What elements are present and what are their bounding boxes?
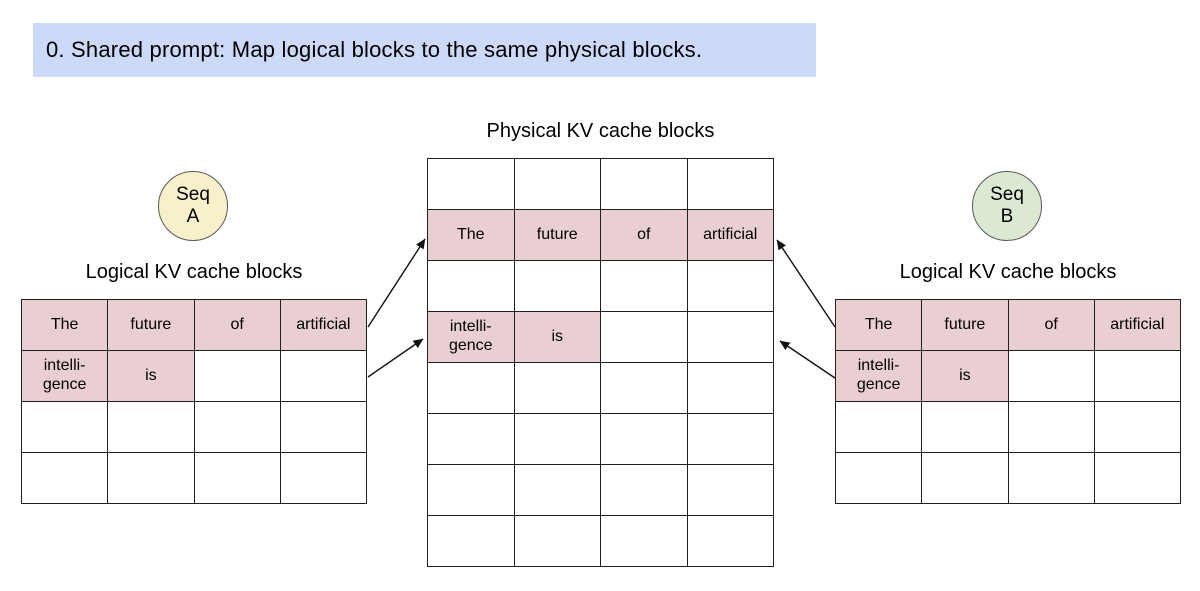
table-row — [427, 464, 774, 516]
seq-a-table-title: Logical KV cache blocks — [85, 261, 303, 283]
kv-block-cell — [513, 260, 601, 312]
mapping-arrow-a-block0 — [367, 238, 426, 328]
kv-block-cell — [1007, 350, 1095, 402]
table-row — [427, 362, 774, 414]
seq-b-table-title: Logical KV cache blocks — [899, 261, 1117, 283]
kv-block-cell — [20, 452, 109, 504]
kv-block-cell: The — [20, 299, 109, 351]
seq-a-badge: Seq A — [158, 171, 228, 241]
kv-block-cell — [193, 401, 281, 453]
kv-block-cell — [1007, 452, 1095, 504]
mapping-arrow-b-block0 — [776, 239, 836, 328]
kv-block-cell — [193, 452, 281, 504]
kv-block-cell — [107, 452, 195, 504]
kv-block-cell — [1093, 350, 1182, 402]
kv-block-cell: future — [921, 299, 1009, 351]
kv-block-cell — [686, 311, 774, 363]
kv-block-cell: intelli- gence — [427, 311, 515, 363]
kv-block-cell — [20, 401, 109, 453]
table-row — [834, 401, 1182, 453]
kv-block-cell — [1093, 401, 1182, 453]
kv-block-cell — [686, 413, 774, 465]
kv-block-cell: is — [513, 311, 601, 363]
kv-block-cell — [921, 401, 1009, 453]
kv-block-cell — [513, 362, 601, 414]
kv-block-cell — [686, 158, 774, 210]
kv-block-cell: The — [427, 209, 515, 261]
seq-b-badge-word: Seq — [990, 184, 1024, 206]
kv-block-cell: The — [834, 299, 923, 351]
mapping-arrow-b-block1 — [779, 340, 836, 379]
kv-block-cell — [193, 350, 281, 402]
seq-b-badge-letter: B — [1000, 206, 1014, 227]
kv-block-cell — [427, 515, 515, 567]
kv-block-cell — [686, 464, 774, 516]
kv-block-cell: intelli- gence — [834, 350, 923, 402]
kv-block-cell — [427, 158, 515, 210]
kv-block-cell — [834, 401, 923, 453]
step-banner: 0. Shared prompt: Map logical blocks to … — [33, 23, 816, 77]
seq-a-badge-letter: A — [186, 206, 200, 227]
kv-block-cell — [279, 350, 368, 402]
kv-block-cell — [1007, 401, 1095, 453]
kv-block-cell — [279, 401, 368, 453]
kv-block-cell — [686, 260, 774, 312]
kv-block-cell — [427, 464, 515, 516]
kv-block-cell: intelli- gence — [20, 350, 109, 402]
kv-block-cell: artificial — [279, 299, 368, 351]
kv-block-cell — [427, 362, 515, 414]
kv-block-cell — [279, 452, 368, 504]
kv-block-cell — [600, 362, 688, 414]
kv-block-cell — [686, 515, 774, 567]
kv-block-cell — [513, 158, 601, 210]
kv-block-cell — [600, 413, 688, 465]
kv-block-cell — [427, 413, 515, 465]
table-row — [427, 413, 774, 465]
seq-b-badge: Seq B — [972, 171, 1042, 241]
kv-block-cell — [600, 515, 688, 567]
kv-block-cell: future — [107, 299, 195, 351]
table-row — [427, 515, 774, 567]
kv-block-cell — [600, 311, 688, 363]
kv-block-cell — [600, 260, 688, 312]
table-row — [427, 158, 774, 210]
table-row — [834, 452, 1182, 504]
physical-table-title: Physical KV cache blocks — [486, 120, 715, 142]
kv-block-cell: future — [513, 209, 601, 261]
kv-block-cell: artificial — [1093, 299, 1182, 351]
kv-block-cell — [513, 515, 601, 567]
kv-block-cell: artificial — [686, 209, 774, 261]
mapping-arrow-a-block1 — [367, 338, 424, 378]
kv-block-cell — [1093, 452, 1182, 504]
kv-block-cell: of — [193, 299, 281, 351]
kv-block-cell: of — [600, 209, 688, 261]
kv-block-cell — [600, 464, 688, 516]
seq-a-badge-word: Seq — [176, 184, 210, 206]
table-row — [427, 260, 774, 312]
kv-block-cell — [107, 401, 195, 453]
kv-block-cell: of — [1007, 299, 1095, 351]
kv-block-cell: is — [107, 350, 195, 402]
kv-block-cell: is — [921, 350, 1009, 402]
table-row — [20, 452, 368, 504]
kv-block-cell — [513, 413, 601, 465]
kv-block-cell — [513, 464, 601, 516]
kv-block-cell — [427, 260, 515, 312]
kv-block-cell — [834, 452, 923, 504]
kv-block-cell — [600, 158, 688, 210]
kv-block-cell — [686, 362, 774, 414]
table-row — [20, 401, 368, 453]
kv-block-cell — [921, 452, 1009, 504]
